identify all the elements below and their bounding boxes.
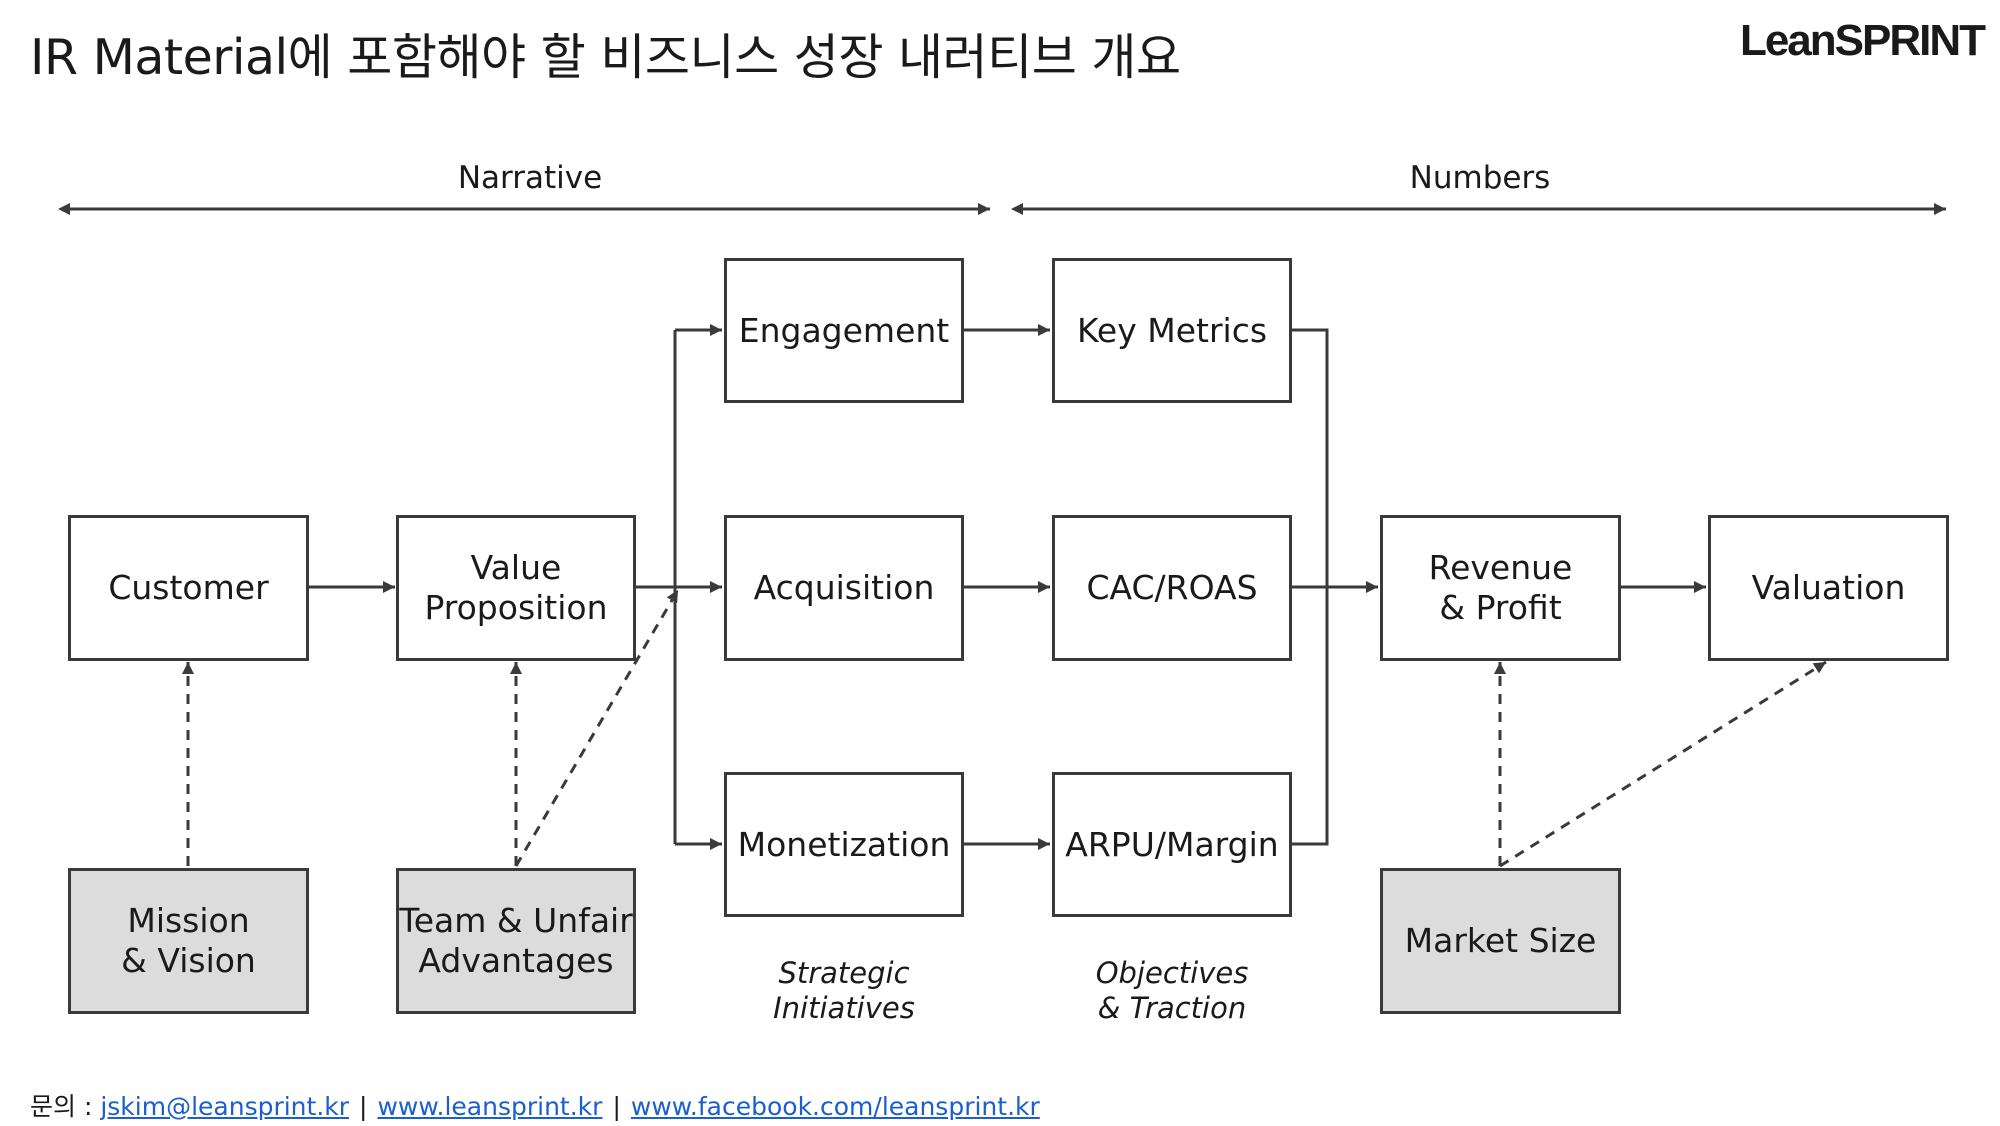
mission-vision-box: Mission & Vision (68, 868, 309, 1014)
strategic-initiatives-caption: Strategic Initiatives (773, 956, 915, 1025)
team-advantages-box: Team & Unfair Advantages (396, 868, 636, 1014)
facebook-link[interactable]: www.facebook.com/leansprint.kr (630, 1092, 1040, 1121)
contact-footer: 문의 : jskim@leansprint.kr | www.leansprint.… (30, 1087, 1040, 1123)
customer-box: Customer (68, 515, 309, 661)
engagement-box: Engagement (724, 258, 964, 403)
footer-separator: | (612, 1092, 621, 1121)
leansprint-logo: LeanSPRINT (1739, 16, 1986, 65)
monetization-box: Monetization (724, 772, 964, 917)
revenue-profit-box: Revenue & Profit (1380, 515, 1621, 661)
arpu-margin-box: ARPU/Margin (1052, 772, 1292, 917)
narrative-label: Narrative (457, 160, 603, 196)
dashed-market-to-valuation (1499, 660, 1827, 868)
objectives-traction-caption: Objectives & Traction (1095, 956, 1249, 1025)
website-link[interactable]: www.leansprint.kr (377, 1092, 603, 1121)
contact-prefix: 문의 : (30, 1092, 101, 1121)
page-title: IR Material에 포함해야 할 비즈니스 성장 내러티브 개요 (30, 29, 1181, 86)
key-metrics-box: Key Metrics (1052, 258, 1292, 403)
market-size-box: Market Size (1380, 868, 1621, 1014)
footer-separator: | (359, 1092, 368, 1121)
email-link[interactable]: jskim@leansprint.kr (100, 1092, 350, 1121)
cac-roas-box: CAC/ROAS (1052, 515, 1292, 661)
valuation-box: Valuation (1708, 515, 1949, 661)
value-proposition-box: Value Proposition (396, 515, 636, 661)
acquisition-box: Acquisition (724, 515, 964, 661)
numbers-label: Numbers (1409, 160, 1551, 196)
